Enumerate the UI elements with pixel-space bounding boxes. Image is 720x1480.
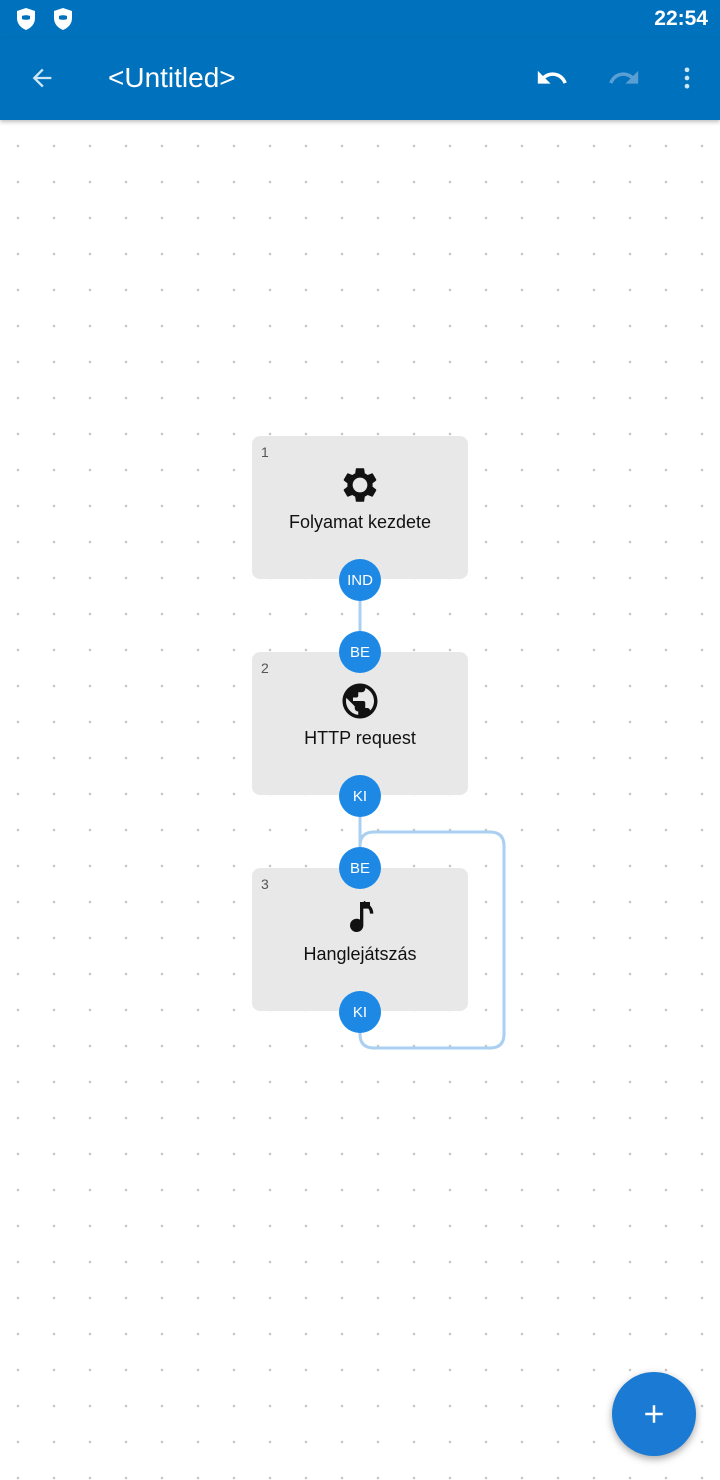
- globe-icon: [338, 679, 382, 723]
- shield-icon: [54, 8, 72, 30]
- status-bar: 22:54: [0, 0, 720, 38]
- node-number: 2: [261, 660, 269, 676]
- undo-button[interactable]: [532, 58, 572, 98]
- node-number: 1: [261, 444, 269, 460]
- output-port-http-request[interactable]: KI: [339, 775, 381, 817]
- app-bar: <Untitled>: [0, 38, 720, 120]
- redo-button[interactable]: [604, 58, 644, 98]
- output-port-start[interactable]: IND: [339, 559, 381, 601]
- more-options-button[interactable]: [667, 58, 707, 98]
- add-node-button[interactable]: [612, 1372, 696, 1456]
- input-port-http-request[interactable]: BE: [339, 631, 381, 673]
- plus-icon: [645, 1405, 663, 1423]
- input-port-play-sound[interactable]: BE: [339, 847, 381, 889]
- page-title: <Untitled>: [108, 62, 236, 93]
- redo-icon: [609, 70, 639, 84]
- flow-node-http-request[interactable]: 2 HTTP request: [252, 652, 468, 795]
- music-note-icon: [338, 895, 382, 939]
- back-button[interactable]: [22, 58, 62, 98]
- arrow-left-icon: [32, 68, 52, 88]
- output-port-play-sound[interactable]: KI: [339, 991, 381, 1033]
- node-number: 3: [261, 876, 269, 892]
- node-label: HTTP request: [304, 728, 416, 748]
- flow-node-start[interactable]: 1 Folyamat kezdete: [252, 436, 468, 579]
- status-time: 22:54: [654, 7, 708, 30]
- shield-icon: [17, 8, 35, 30]
- undo-icon: [537, 70, 567, 84]
- node-label: Folyamat kezdete: [288, 512, 432, 532]
- flow-node-play-sound[interactable]: 3 Hanglejátszás: [252, 868, 468, 1011]
- node-label: Hanglejátszás: [303, 944, 417, 964]
- more-vert-icon: [684, 67, 690, 89]
- gear-icon: [338, 463, 382, 507]
